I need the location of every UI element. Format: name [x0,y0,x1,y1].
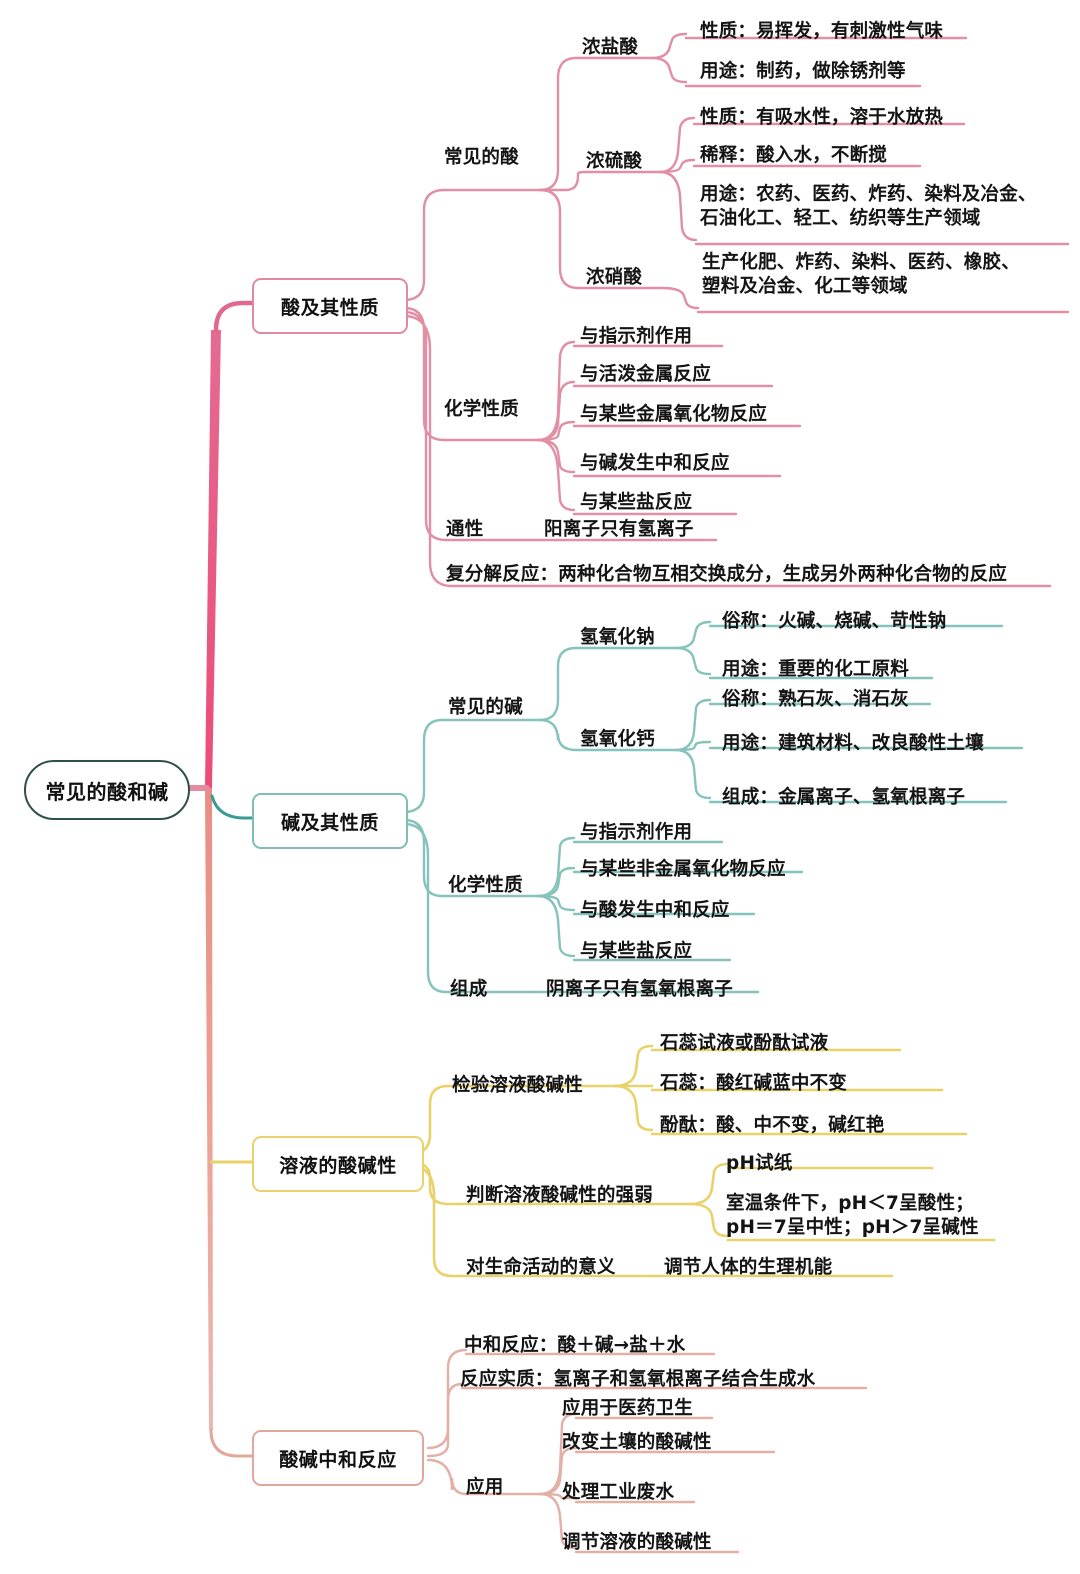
acid-general-leaf-0[interactable]: 阳离子只有氢离子 [544,519,694,540]
neutral-application-leaf-1[interactable]: 改变土壤的酸碱性 [562,1432,712,1453]
acid-h2so4-label[interactable]: 浓硫酸 [586,151,643,172]
acid-h2so4-leaf-1[interactable]: 稀释：酸入水，不断搅 [700,145,888,166]
base-caoh2-leaf-1[interactable]: 用途：建筑材料、改良酸性土壤 [722,733,984,754]
neutral-application-label[interactable]: 应用 [466,1477,504,1498]
acid-metathesis-label[interactable]: 复分解反应：两种化合物互相交换成分，生成另外两种化合物的反应 [446,564,1008,585]
branch-node-neutral-label: 酸碱中和反应 [279,1448,397,1471]
acid-hno3-leaf-0[interactable]: 生产化肥、炸药、染料、医药、橡胶、 塑料及冶金、化工等领域 [702,252,1020,298]
branch-node-acid-label: 酸及其性质 [280,296,379,319]
base-composition-leaf-0[interactable]: 阴离子只有氢氧根离子 [546,979,734,1000]
branch-node-base-label: 碱及其性质 [280,811,379,834]
branch-node-solution[interactable]: 溶液的酸碱性 [252,1136,424,1192]
solution-meaning-leaf-0[interactable]: 调节人体的生理机能 [664,1257,833,1278]
base-caoh2-label[interactable]: 氢氧化钙 [580,729,655,750]
acid-common-label[interactable]: 常见的酸 [444,147,519,168]
branch-node-neutral[interactable]: 酸碱中和反应 [252,1430,424,1486]
acid-chemprop-label[interactable]: 化学性质 [444,399,519,420]
base-naoh-leaf-0[interactable]: 俗称：火碱、烧碱、苛性钠 [722,611,947,632]
solution-strength-leaf-1[interactable]: 室温条件下，pH＜7呈酸性； pH＝7呈中性；pH＞7呈碱性 [726,1193,979,1239]
base-chemprop-leaf-3[interactable]: 与某些盐反应 [580,941,693,962]
acid-general-label[interactable]: 通性 [446,519,484,540]
branch-node-base[interactable]: 碱及其性质 [252,793,408,849]
solution-meaning-label[interactable]: 对生命活动的意义 [466,1257,616,1278]
acid-chemprop-leaf-2[interactable]: 与某些金属氧化物反应 [580,404,768,425]
base-composition-label[interactable]: 组成 [450,979,488,1000]
solution-test-leaf-2[interactable]: 酚酞：酸、中不变，碱红艳 [660,1115,885,1136]
neutral-application-leaf-0[interactable]: 应用于医药卫生 [562,1398,693,1419]
acid-hcl-label[interactable]: 浓盐酸 [582,37,639,58]
branch-node-solution-label: 溶液的酸碱性 [279,1154,397,1177]
acid-chemprop-leaf-1[interactable]: 与活泼金属反应 [580,364,711,385]
solution-test-leaf-1[interactable]: 石蕊：酸红碱蓝中不变 [660,1073,848,1094]
acid-h2so4-leaf-0[interactable]: 性质：有吸水性，溶于水放热 [700,107,944,128]
acid-hno3-label[interactable]: 浓硝酸 [586,267,643,288]
base-naoh-leaf-1[interactable]: 用途：重要的化工原料 [722,659,910,680]
base-chemprop-leaf-1[interactable]: 与某些非金属氧化物反应 [580,859,786,880]
solution-test-leaf-0[interactable]: 石蕊试液或酚酞试液 [660,1033,829,1054]
root-node-label: 常见的酸和碱 [45,779,169,804]
base-common-label[interactable]: 常见的碱 [448,697,523,718]
acid-hcl-leaf-1[interactable]: 用途：制药，做除锈剂等 [700,61,906,82]
acid-chemprop-leaf-0[interactable]: 与指示剂作用 [580,326,693,347]
solution-strength-leaf-0[interactable]: pH试纸 [726,1153,793,1174]
base-naoh-label[interactable]: 氢氧化钠 [580,627,655,648]
base-caoh2-leaf-0[interactable]: 俗称：熟石灰、消石灰 [722,689,910,710]
solution-strength-label[interactable]: 判断溶液酸碱性的强弱 [466,1185,654,1206]
branch-node-acid[interactable]: 酸及其性质 [252,278,408,334]
base-chemprop-leaf-2[interactable]: 与酸发生中和反应 [580,900,730,921]
solution-test-label[interactable]: 检验溶液酸碱性 [452,1075,583,1096]
base-chemprop-leaf-0[interactable]: 与指示剂作用 [580,822,693,843]
neutral-application-leaf-3[interactable]: 调节溶液的酸碱性 [562,1532,712,1553]
acid-h2so4-leaf-2[interactable]: 用途：农药、医药、炸药、染料及冶金、 石油化工、轻工、纺织等生产领域 [700,184,1037,230]
neutral-reaction-label[interactable]: 中和反应：酸＋碱→盐＋水 [464,1335,686,1356]
base-chemprop-label[interactable]: 化学性质 [448,875,523,896]
acid-chemprop-leaf-3[interactable]: 与碱发生中和反应 [580,453,730,474]
base-caoh2-leaf-2[interactable]: 组成：金属离子、氢氧根离子 [722,787,966,808]
neutral-essence-label[interactable]: 反应实质：氢离子和氢氧根离子结合生成水 [460,1369,816,1390]
root-node[interactable]: 常见的酸和碱 [24,760,190,820]
acid-hcl-leaf-0[interactable]: 性质：易挥发，有刺激性气味 [700,21,944,42]
neutral-application-leaf-2[interactable]: 处理工业废水 [562,1482,675,1503]
acid-chemprop-leaf-4[interactable]: 与某些盐反应 [580,492,693,513]
